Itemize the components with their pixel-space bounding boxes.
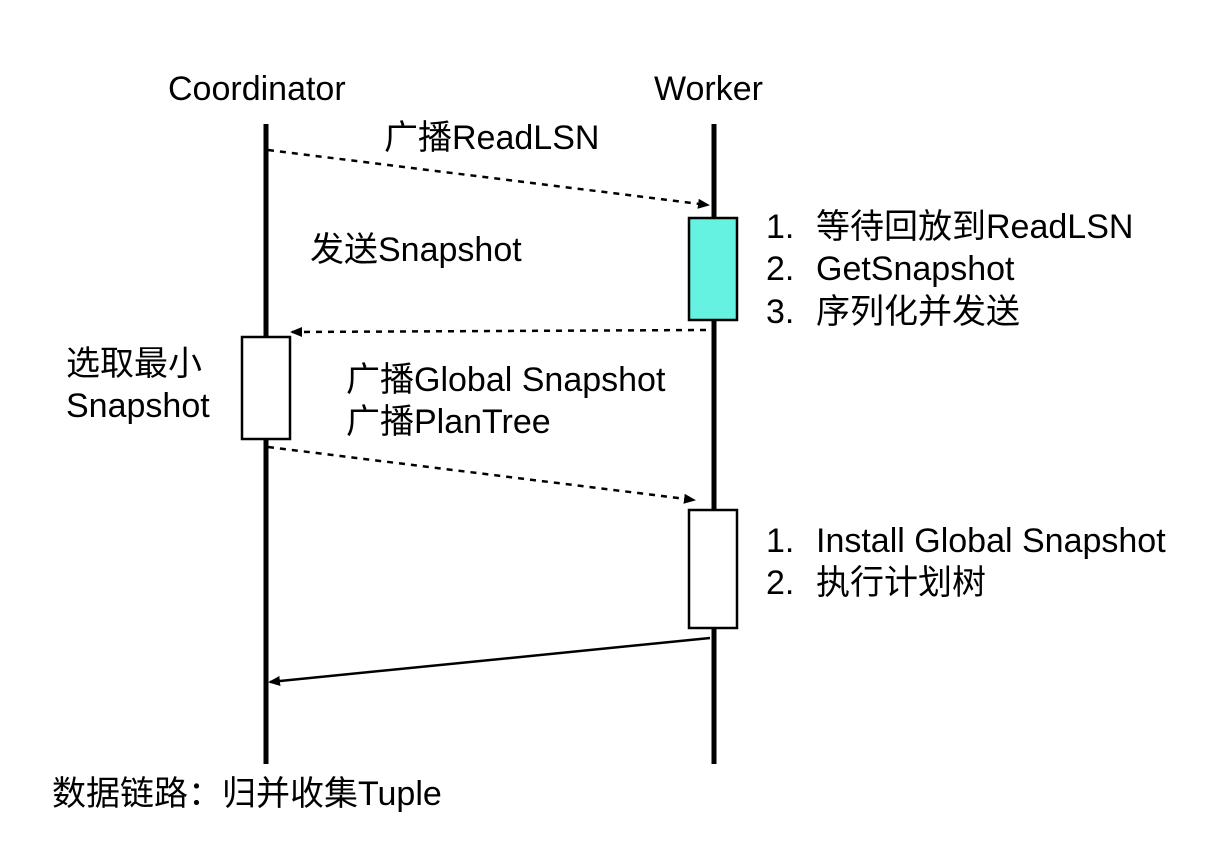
step-number: 2.	[766, 564, 795, 602]
worker-step2-item-2: 2. 执行计划树	[766, 562, 986, 604]
step-text: 序列化并发送	[816, 293, 1020, 331]
data-link-arrow	[268, 636, 711, 686]
readlsn-arrow	[267, 148, 710, 209]
label-data-link: 数据链路：归并收集Tuple	[52, 775, 442, 813]
step-text: Install Global Snapshot	[816, 522, 1166, 560]
step-number: 1.	[766, 208, 795, 246]
label-broadcast-plantree: 广播PlanTree	[346, 403, 551, 441]
worker-step1-item-1: 1. 等待回放到ReadLSN	[766, 206, 1133, 248]
note-select-min-line1: 选取最小	[66, 345, 202, 383]
step-text: GetSnapshot	[816, 250, 1015, 288]
step-number: 1.	[766, 522, 795, 560]
send-snapshot-arrow	[290, 326, 707, 337]
step-number: 2.	[766, 250, 795, 288]
step-number: 3.	[766, 293, 795, 331]
step-text: 执行计划树	[816, 564, 986, 602]
coordinator-activation	[240, 335, 292, 441]
worker-step1-item-3: 3. 序列化并发送	[766, 291, 1020, 333]
label-broadcast-global-snapshot: 广播Global Snapshot	[346, 361, 666, 399]
worker-activation-2	[687, 508, 739, 630]
step-text: 等待回放到ReadLSN	[816, 208, 1134, 246]
label-send-snapshot: 发送Snapshot	[310, 231, 522, 269]
global-snapshot-arrow	[267, 445, 696, 504]
worker-activation-1	[687, 216, 739, 322]
participant-worker: Worker	[654, 70, 763, 108]
note-select-min-line2: Snapshot	[66, 387, 210, 425]
participant-coordinator: Coordinator	[168, 70, 346, 108]
worker-step1-item-2: 2. GetSnapshot	[766, 248, 1014, 290]
label-broadcast-readlsn: 广播ReadLSN	[384, 119, 600, 157]
worker-step2-item-1: 1. Install Global Snapshot	[766, 520, 1166, 562]
